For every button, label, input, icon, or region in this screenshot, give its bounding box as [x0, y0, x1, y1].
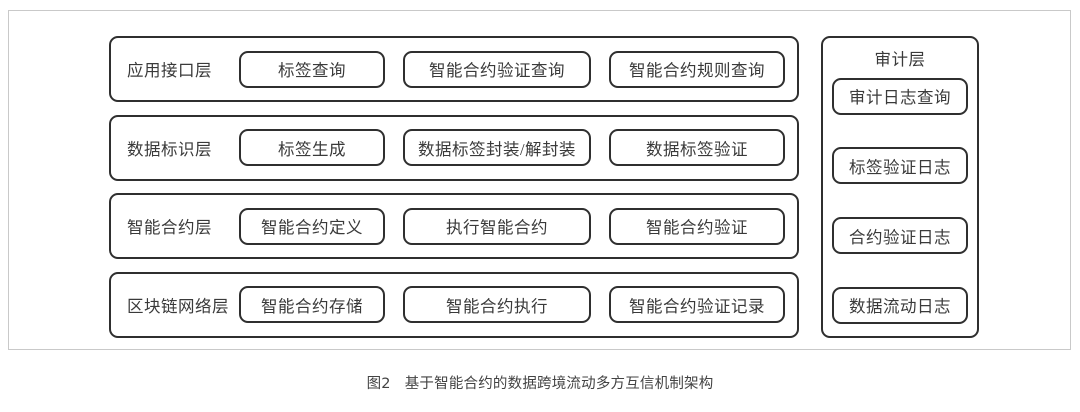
figure-caption-number: 图2 — [366, 376, 391, 392]
audit-box-data-flow-log[interactable]: 数据流动日志 — [832, 286, 968, 324]
audit-layer-title: 审计层 — [874, 50, 926, 69]
module-box-tag-generation[interactable]: 标签生成 — [239, 129, 385, 167]
layer-row-data-identification: 数据标识层 标签生成 数据标签封装/解封装 数据标签验证 — [109, 114, 799, 181]
layer-row-blockchain-network: 区块链网络层 智能合约存储 智能合约执行 智能合约验证记录 — [109, 271, 799, 338]
audit-box-tag-verification-log[interactable]: 标签验证日志 — [832, 147, 968, 185]
module-box-contract-storage[interactable]: 智能合约存储 — [239, 286, 385, 324]
layer-modules-application-interface: 标签查询 智能合约验证查询 智能合约规则查询 — [239, 38, 787, 100]
layer-modules-smart-contract: 智能合约定义 执行智能合约 智能合约验证 — [239, 195, 787, 257]
layer-label-smart-contract: 智能合约层 — [127, 218, 212, 238]
module-box-contract-verification[interactable]: 智能合约验证 — [609, 207, 785, 245]
figure-frame: 应用接口层 标签查询 智能合约验证查询 智能合约规则查询 数据标识层 标签生成 … — [8, 10, 1071, 350]
module-box-tag-verification[interactable]: 数据标签验证 — [609, 129, 785, 167]
module-box-contract-verification-record[interactable]: 智能合约验证记录 — [609, 286, 785, 324]
module-box-contract-rule-query[interactable]: 智能合约规则查询 — [609, 50, 785, 88]
module-box-contract-definition[interactable]: 智能合约定义 — [239, 207, 385, 245]
figure-caption: 图2 基于智能合约的数据跨境流动多方互信机制架构 — [0, 372, 1080, 393]
layer-label-application-interface: 应用接口层 — [127, 61, 212, 80]
layer-label-blockchain-network: 区块链网络层 — [127, 296, 229, 316]
module-box-contract-execution[interactable]: 执行智能合约 — [403, 207, 591, 245]
module-box-tag-query[interactable]: 标签查询 — [239, 50, 385, 88]
layer-modules-data-identification: 标签生成 数据标签封装/解封装 数据标签验证 — [239, 117, 787, 179]
layer-modules-blockchain-network: 智能合约存储 智能合约执行 智能合约验证记录 — [239, 274, 787, 336]
layer-stack: 应用接口层 标签查询 智能合约验证查询 智能合约规则查询 数据标识层 标签生成 … — [109, 36, 799, 338]
diagram-canvas: 应用接口层 标签查询 智能合约验证查询 智能合约规则查询 数据标识层 标签生成 … — [9, 11, 1070, 349]
module-box-contract-run[interactable]: 智能合约执行 — [403, 286, 591, 324]
figure-caption-text: 基于智能合约的数据跨境流动多方互信机制架构 — [404, 376, 714, 392]
audit-box-audit-log-query[interactable]: 审计日志查询 — [832, 77, 968, 115]
module-box-contract-verification-query[interactable]: 智能合约验证查询 — [403, 50, 591, 88]
audit-layer-modules: 审计日志查询 标签验证日志 合约验证日志 数据流动日志 — [823, 77, 977, 327]
layer-row-smart-contract: 智能合约层 智能合约定义 执行智能合约 智能合约验证 — [109, 193, 799, 260]
audit-layer-column: 审计层 审计日志查询 标签验证日志 合约验证日志 数据流动日志 — [821, 36, 979, 338]
audit-box-contract-verification-log[interactable]: 合约验证日志 — [832, 217, 968, 255]
layer-label-data-identification: 数据标识层 — [127, 139, 212, 159]
module-box-tag-encapsulation[interactable]: 数据标签封装/解封装 — [403, 129, 591, 167]
layer-row-application-interface: 应用接口层 标签查询 智能合约验证查询 智能合约规则查询 — [109, 36, 799, 102]
